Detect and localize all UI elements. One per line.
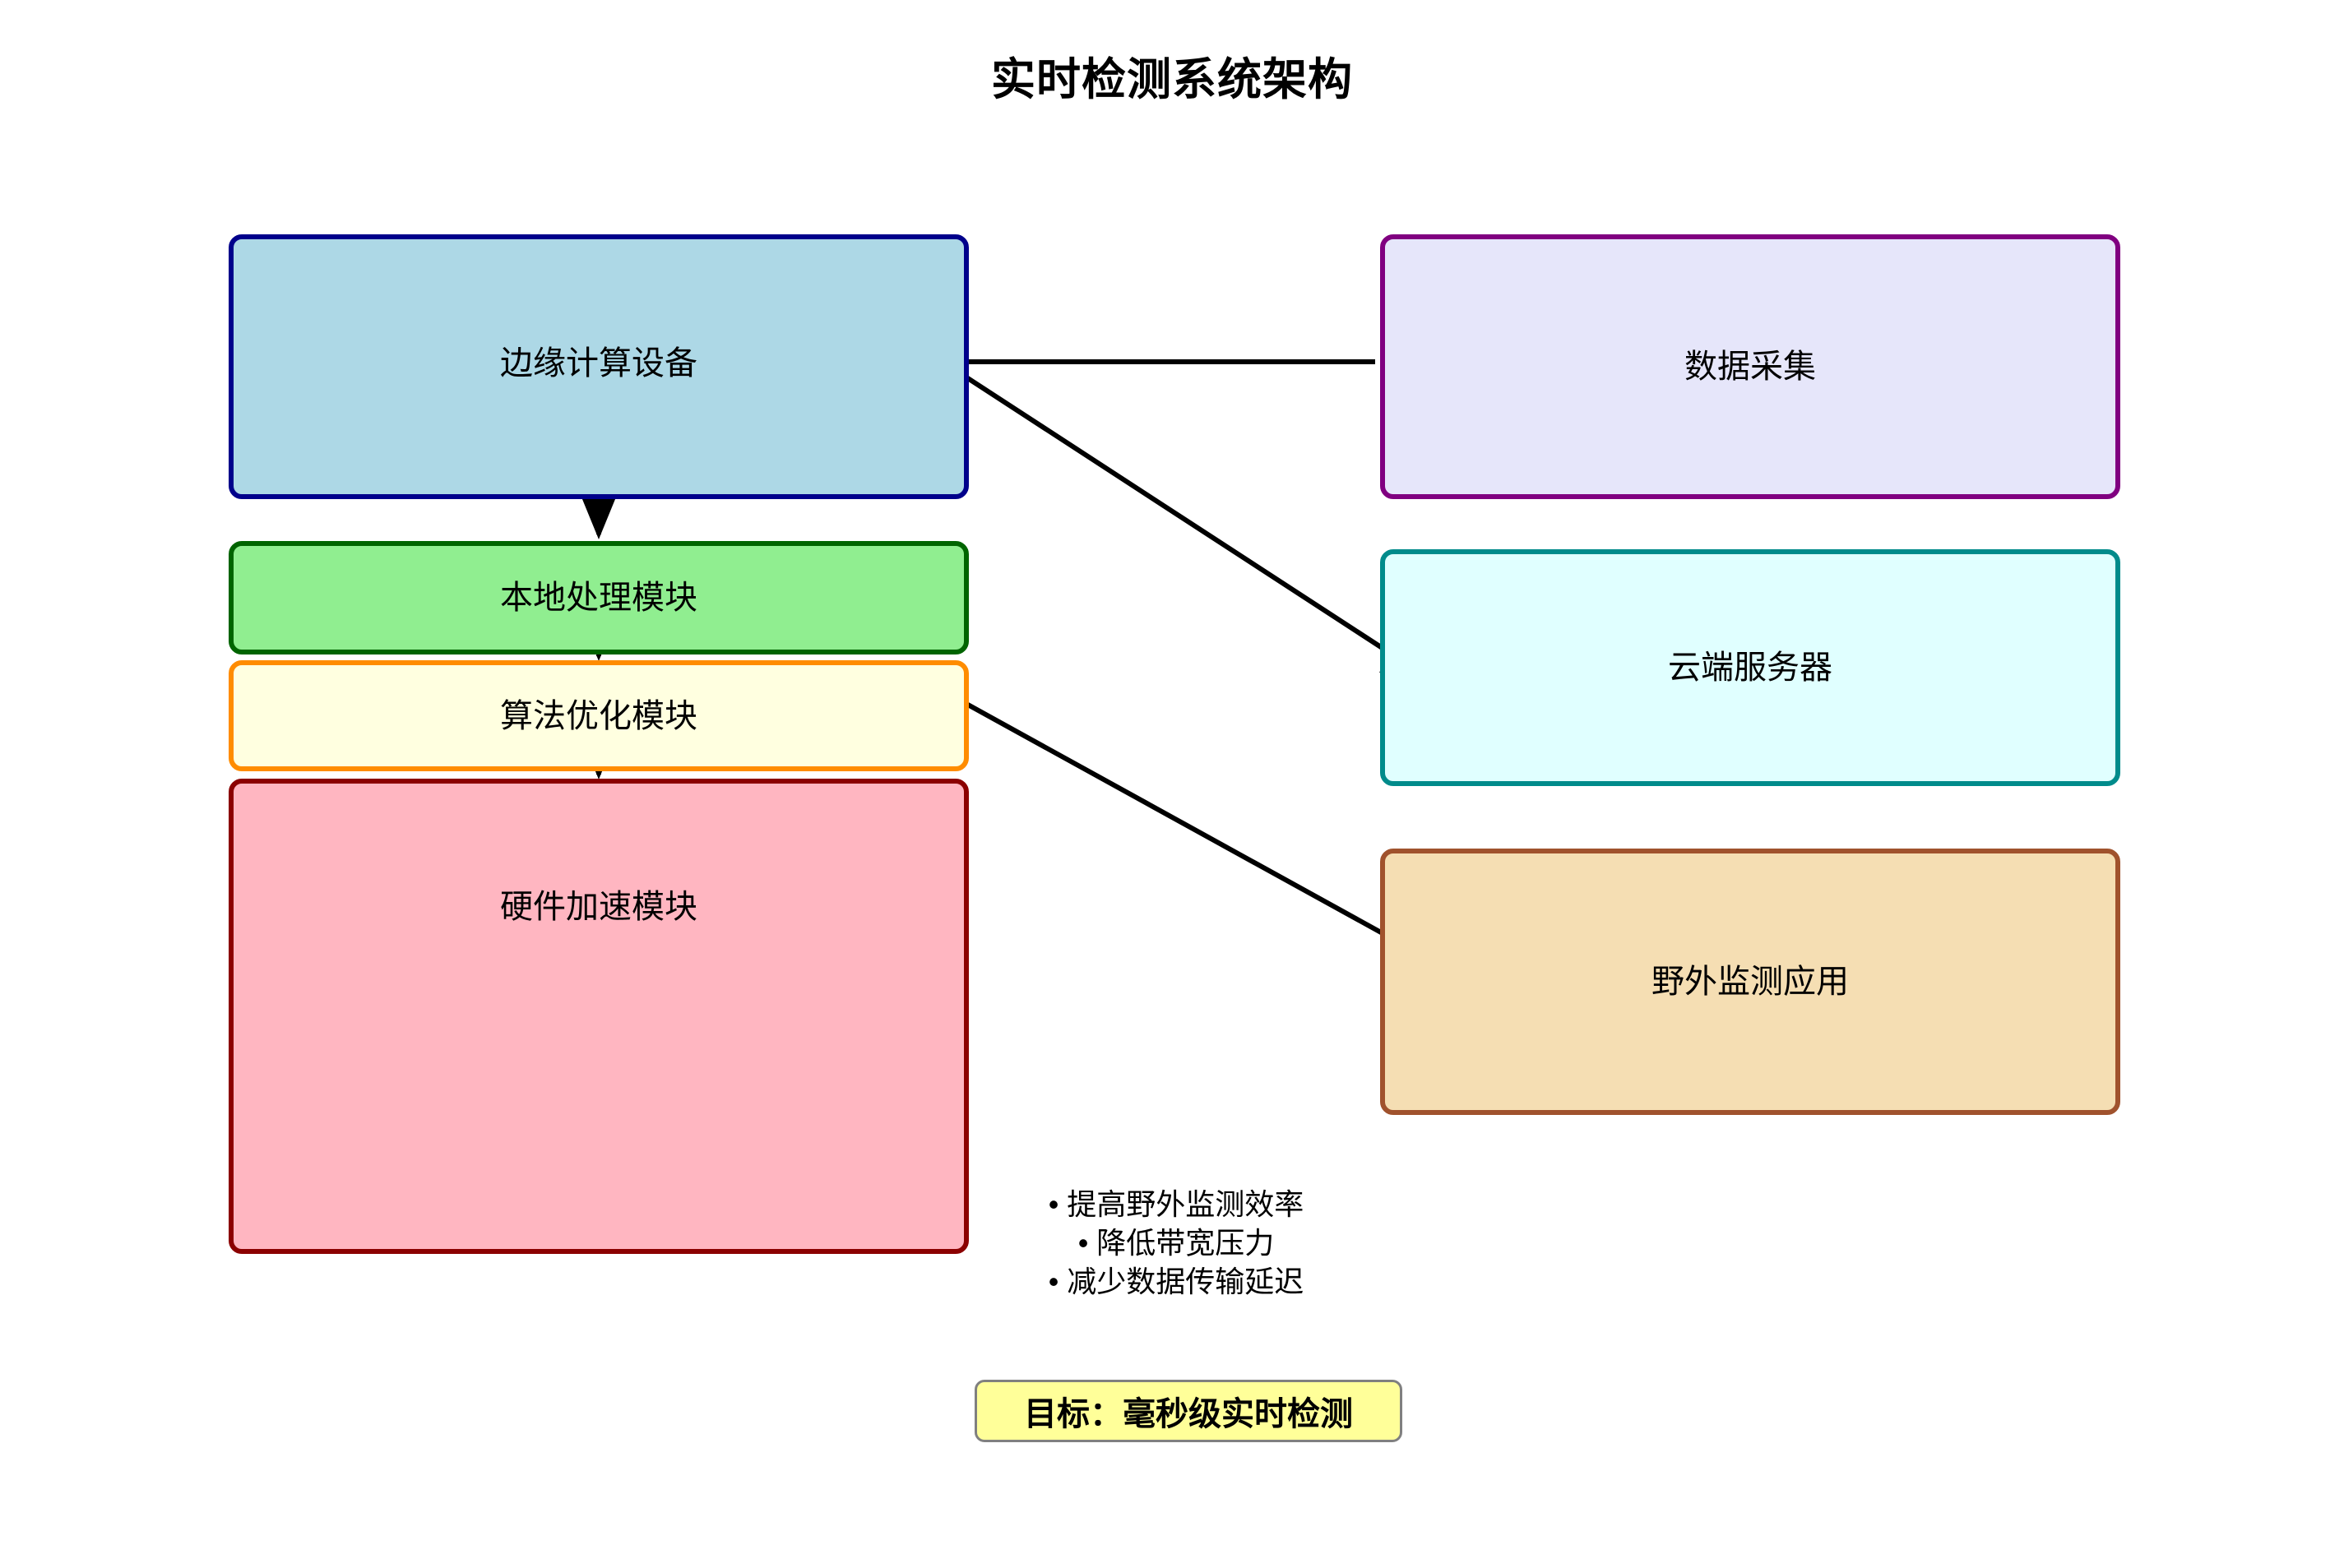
node-local-process-label: 本地处理模块	[500, 580, 697, 616]
node-edge-device-label: 边缘计算设备	[500, 345, 697, 382]
benefit-item: • 降低带宽压力	[1077, 1225, 1275, 1260]
node-field-monitoring-label: 野外监测应用	[1651, 964, 1849, 1000]
page-title: 实时检测系统架构	[991, 55, 1353, 104]
benefit-item: • 减少数据传输延迟	[1048, 1264, 1304, 1298]
benefit-item: • 提高野外监测效率	[1048, 1187, 1304, 1221]
node-data-acquisition[interactable]: 数据采集	[1380, 234, 2120, 499]
node-field-monitoring[interactable]: 野外监测应用	[1380, 849, 2120, 1115]
goal-badge: 目标：毫秒级实时检测	[975, 1380, 1402, 1442]
node-edge-device[interactable]: 边缘计算设备	[229, 234, 969, 499]
node-local-process[interactable]: 本地处理模块	[229, 541, 969, 654]
arrow-edge-to-cloud	[941, 359, 1438, 684]
arrow-local-to-field	[941, 688, 1443, 966]
node-hardware-acceleration[interactable]: 硬件加速模块	[229, 779, 969, 1254]
node-algo-optimization[interactable]: 算法优化模块	[229, 660, 969, 771]
benefits-list: • 提高野外监测效率 • 降低带宽压力 • 减少数据传输延迟	[905, 1186, 1448, 1301]
node-hardware-acceleration-label: 硬件加速模块	[500, 889, 697, 925]
node-cloud-server-label: 云端服务器	[1668, 650, 1832, 686]
node-cloud-server[interactable]: 云端服务器	[1380, 549, 2120, 786]
node-algo-optimization-label: 算法优化模块	[500, 697, 697, 734]
node-data-acquisition-label: 数据采集	[1684, 349, 1816, 385]
